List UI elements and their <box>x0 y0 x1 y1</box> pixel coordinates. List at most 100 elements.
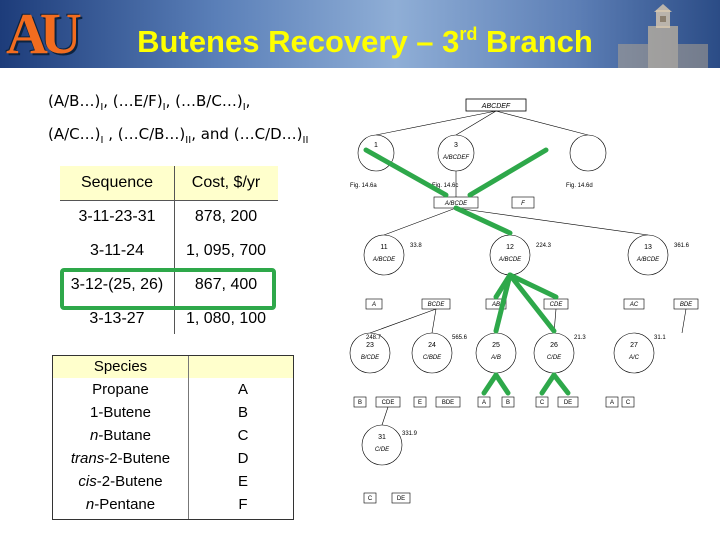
svg-text:21.3: 21.3 <box>574 335 586 341</box>
svg-text:CDE: CDE <box>382 400 395 406</box>
building-tower-icon <box>618 4 708 68</box>
separation-tree-diagram: ABCDEF 1 3 A/BCDEF Fig. 14.6a Fig. 14.6c… <box>349 98 699 504</box>
svg-text:B: B <box>358 400 362 406</box>
svg-text:BCDE: BCDE <box>428 302 446 308</box>
svg-text:AB: AB <box>491 302 500 308</box>
column-divider <box>174 166 175 334</box>
svg-text:C: C <box>540 400 545 406</box>
species-letter: E <box>237 473 248 490</box>
svg-text:224.3: 224.3 <box>536 243 552 249</box>
header-cost: Cost, $/yr <box>191 174 261 191</box>
node-3 <box>437 134 475 172</box>
species-name: n-Butane <box>90 427 151 444</box>
cost-cell: 1, 095, 700 <box>185 242 267 259</box>
node-31 <box>361 424 403 466</box>
highlighted-path <box>363 147 571 396</box>
node-23 <box>349 332 391 374</box>
sequence-cell: 3-11-23-31 <box>78 208 156 225</box>
svg-text:C: C <box>368 496 373 502</box>
species-header-row: Species <box>53 356 293 378</box>
svg-text:23: 23 <box>366 342 374 349</box>
svg-text:C/DE: C/DE <box>375 447 390 453</box>
species-header: Species <box>93 358 148 375</box>
svg-text:B: B <box>506 400 510 406</box>
table-row: 3-12-(25, 26) 867, 400 <box>60 268 278 302</box>
footnote-a: Fig. 14.6a <box>350 183 377 189</box>
table-row: 3-11-24 1, 095, 700 <box>60 234 278 268</box>
svg-text:565.6: 565.6 <box>452 335 468 341</box>
svg-text:C/BDE: C/BDE <box>423 355 442 361</box>
svg-text:A/B: A/B <box>490 355 501 361</box>
level2-boxes: A BCDE AB CDE AC BDE <box>365 298 699 310</box>
species-name: cis-2-Butene <box>78 473 163 490</box>
list-item: cis-2-Butene E <box>53 471 293 493</box>
svg-text:1: 1 <box>374 142 378 149</box>
svg-text:A/C: A/C <box>628 355 640 361</box>
species-name: Propane <box>92 381 149 398</box>
svg-text:C: C <box>626 400 631 406</box>
svg-text:AC: AC <box>629 302 639 308</box>
species-letter: F <box>238 496 248 513</box>
best-sequence-highlight <box>60 268 276 310</box>
level3-boxes: B CDE E BDE A B C DE A C <box>353 396 635 408</box>
root-label: ABCDEF <box>481 103 511 110</box>
svg-text:DE: DE <box>564 400 572 406</box>
university-logo: AU <box>6 1 82 66</box>
node-13 <box>627 234 669 276</box>
svg-text:A: A <box>482 400 486 406</box>
species-name: trans-2-Butene <box>70 450 171 467</box>
species-name: n-Pentane <box>85 496 156 513</box>
species-name: 1-Butene <box>90 404 151 421</box>
species-letter: A <box>237 381 248 398</box>
node-24 <box>411 332 453 374</box>
svg-text:33.8: 33.8 <box>410 243 422 249</box>
sequence-cell: 3-11-24 <box>90 242 144 259</box>
list-item: n-Pentane F <box>53 494 293 516</box>
table-row: 3-11-23-31 878, 200 <box>60 200 278 234</box>
svg-text:27: 27 <box>630 342 638 349</box>
svg-text:F: F <box>521 201 525 207</box>
table-header-row: Sequence Cost, $/yr <box>60 166 278 201</box>
svg-text:361.6: 361.6 <box>674 243 690 249</box>
svg-text:A: A <box>371 302 376 308</box>
species-table: Species Propane A 1-Butene B n-Butane C … <box>52 355 294 520</box>
svg-text:25: 25 <box>492 342 500 349</box>
title-banner: AU Butenes Recovery – 3rd Branch <box>0 0 720 68</box>
header-sequence: Sequence <box>60 174 175 192</box>
svg-text:24: 24 <box>428 342 436 349</box>
cost-cell: 1, 080, 100 <box>185 310 267 327</box>
list-item: 1-Butene B <box>53 402 293 424</box>
cost-cell: 878, 200 <box>194 208 258 225</box>
footnote-c: Fig. 14.6c <box>432 183 458 189</box>
species-column-divider <box>188 356 189 519</box>
svg-text:A/BCDE: A/BCDE <box>372 257 396 263</box>
cost-cell: 867, 400 <box>194 276 258 293</box>
list-item: n-Butane C <box>53 425 293 447</box>
svg-text:A: A <box>610 400 614 406</box>
species-header-fill <box>53 356 293 378</box>
subtitle-line-1: (A/B…)I, (…E/F)I, (…B/C…)I, <box>48 92 251 113</box>
svg-text:31: 31 <box>378 434 386 441</box>
svg-text:12: 12 <box>506 244 514 251</box>
svg-text:E: E <box>418 400 422 406</box>
svg-text:BDE: BDE <box>680 302 693 308</box>
sequence-cost-table: Sequence Cost, $/yr 3-11-23-31 878, 200 … <box>60 166 278 334</box>
table-row: 3-13-27 1, 080, 100 <box>60 302 278 336</box>
node-5 <box>569 134 607 172</box>
svg-text:331.9: 331.9 <box>402 431 418 437</box>
svg-text:B/CDE: B/CDE <box>361 355 380 361</box>
slide-title: Butenes Recovery – 3rd Branch <box>137 24 593 59</box>
svg-text:31.1: 31.1 <box>654 335 666 341</box>
svg-text:A/BCDEF: A/BCDEF <box>442 155 469 161</box>
svg-text:13: 13 <box>644 244 652 251</box>
svg-text:CDE: CDE <box>550 302 564 308</box>
node-11 <box>363 234 405 276</box>
list-item: trans-2-Butene D <box>53 448 293 470</box>
mid-box-f <box>511 196 535 209</box>
svg-text:A/BCDE: A/BCDE <box>444 201 468 207</box>
species-letter: B <box>237 404 248 421</box>
footnote-d: Fig. 14.6d <box>566 183 593 189</box>
sequence-cell: 3-12-(25, 26) <box>70 276 164 293</box>
svg-text:A/BCDE: A/BCDE <box>636 257 660 263</box>
subtitle-line-2: (A/C…)I , (…C/B…)II, and (…C/D…)II <box>48 125 309 146</box>
